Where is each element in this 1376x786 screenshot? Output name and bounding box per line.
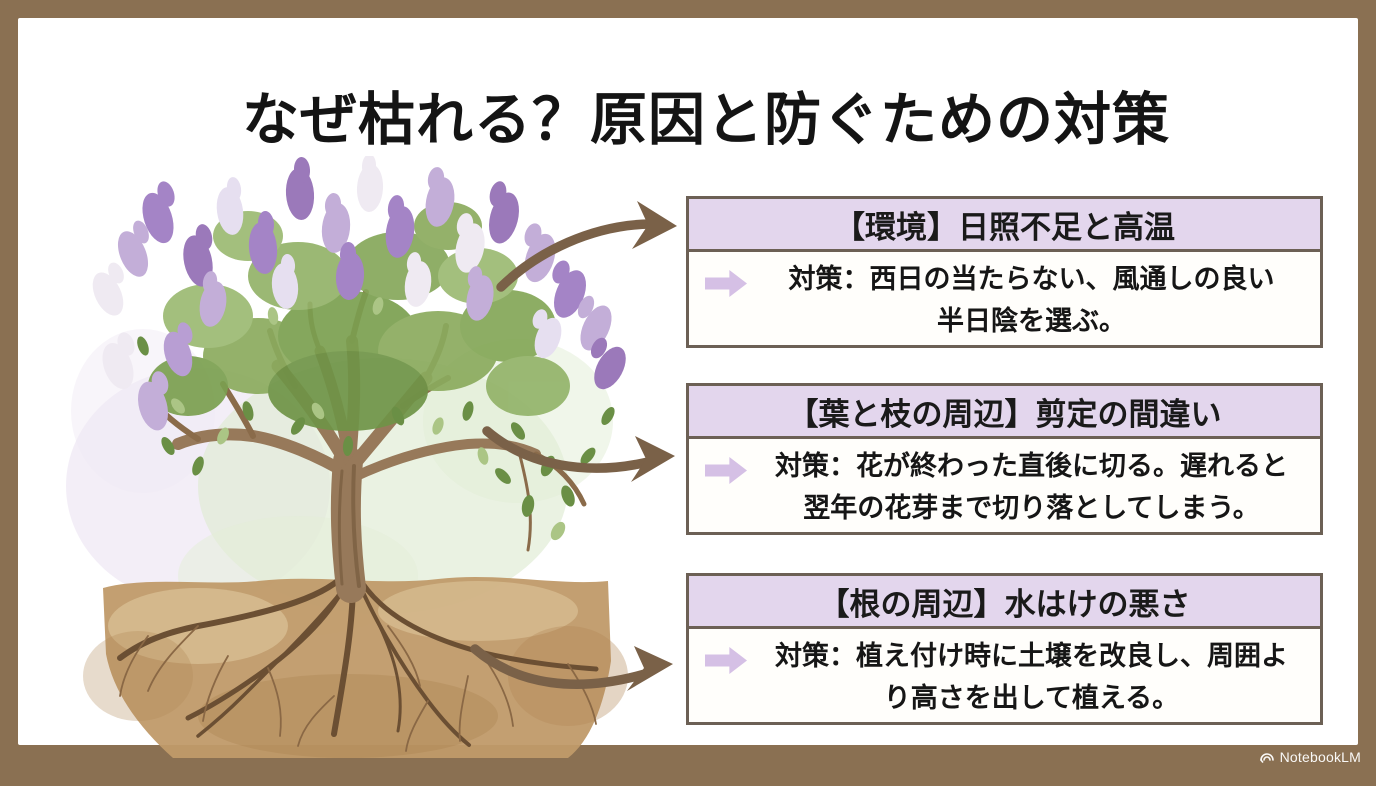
callout-environment: 【環境】日照不足と高温 対策：西日の当たらない、風通しの良い半日陰を選ぶ。 (686, 196, 1323, 348)
callout-environment-header: 【環境】日照不足と高温 (689, 199, 1320, 252)
callout-roots: 【根の周辺】水はけの悪さ 対策：植え付け時に土壌を改良し、周囲より高さを出して植… (686, 573, 1323, 725)
callout-roots-header: 【根の周辺】水はけの悪さ (689, 576, 1320, 629)
page-title: なぜ枯れる？原因と防ぐための対策 (242, 88, 1170, 152)
slide-content: なぜ枯れる？原因と防ぐための対策 (18, 18, 1358, 758)
callout-pruning: 【葉と枝の周辺】剪定の間違い 対策：花が終わった直後に切る。遅れると翌年の花芽ま… (686, 383, 1323, 535)
body-line: り高さを出して植える。 (883, 683, 1180, 713)
body-line: 翌年の花芽まで切り落としてしまう。 (803, 493, 1260, 523)
slide-frame: なぜ枯れる？原因と防ぐための対策 (18, 18, 1361, 768)
watermark-brand: NotebookLM (1279, 749, 1361, 765)
callout-environment-body: 対策：西日の当たらない、風通しの良い半日陰を選ぶ。 (689, 252, 1320, 348)
notebooklm-icon (1259, 753, 1274, 763)
callout-pruning-header: 【葉と枝の周辺】剪定の間違い (689, 386, 1320, 439)
callout-roots-text: 対策：植え付け時に土壌を改良し、周囲より高さを出して植える。 (689, 635, 1320, 719)
callout-pruning-text: 対策：花が終わった直後に切る。遅れると翌年の花芽まで切り落としてしまう。 (689, 445, 1320, 529)
callout-roots-body: 対策：植え付け時に土壌を改良し、周囲より高さを出して植える。 (689, 629, 1320, 725)
watermark: NotebookLM (1259, 746, 1361, 768)
callout-environment-text: 対策：西日の当たらない、風通しの良い半日陰を選ぶ。 (689, 258, 1320, 342)
callout-pruning-body: 対策：花が終わった直後に切る。遅れると翌年の花芽まで切り落としてしまう。 (689, 439, 1320, 535)
lilac-tree-illustration (48, 154, 668, 763)
body-line: 半日陰を選ぶ。 (937, 306, 1126, 336)
body-line: 対策：花が終わった直後に切る。遅れると (775, 451, 1288, 481)
body-line: 対策：西日の当たらない、風通しの良い (788, 264, 1275, 294)
body-line: 対策：植え付け時に土壌を改良し、周囲よ (775, 641, 1288, 671)
lilac-tree-svg (66, 154, 628, 758)
